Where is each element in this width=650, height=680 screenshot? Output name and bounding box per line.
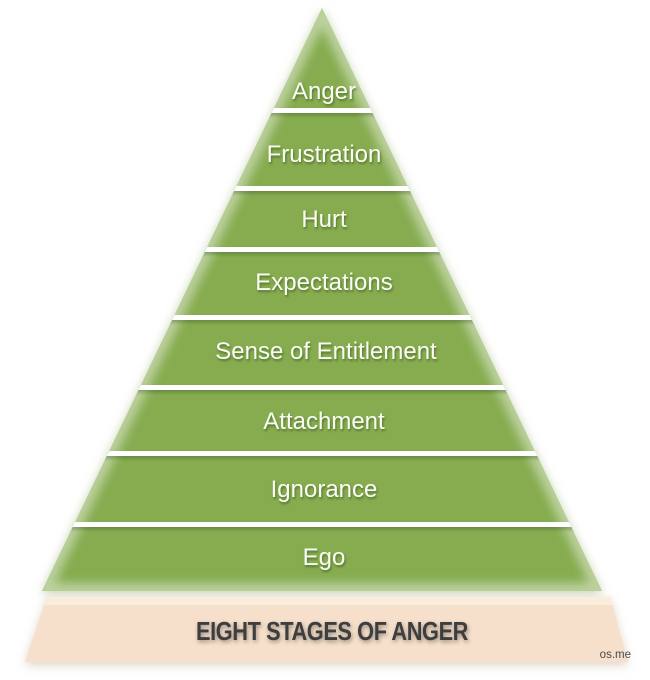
pyramid-base-shape — [25, 597, 628, 662]
base-title-group: EIGHT STAGES OF ANGER — [196, 616, 469, 646]
pyramid-base — [25, 597, 628, 662]
pyramid-body — [42, 8, 602, 591]
pyramid-shape — [42, 8, 602, 591]
pyramid-base-bevel — [44, 597, 613, 605]
level-divider-2 — [42, 186, 602, 191]
level-label-hurt: Hurt — [301, 206, 347, 233]
watermark: os.me — [600, 649, 631, 661]
level-label-frustration: Frustration — [267, 141, 382, 168]
watermark-group: os.me — [600, 649, 631, 661]
level-divider-6 — [42, 451, 602, 456]
level-divider-5 — [42, 385, 602, 390]
level-label-expectations: Expectations — [255, 269, 392, 296]
level-label-ego: Ego — [303, 544, 346, 571]
level-divider-4 — [42, 315, 602, 320]
level-label-anger: Anger — [292, 78, 356, 105]
base-title: EIGHT STAGES OF ANGER — [196, 616, 469, 646]
level-label-ignorance: Ignorance — [271, 476, 378, 503]
level-divider-7 — [42, 522, 602, 527]
level-label-attachment: Attachment — [263, 408, 385, 435]
level-labels: Anger Frustration Hurt Expectations Sens… — [215, 78, 437, 571]
level-divider-1 — [42, 108, 602, 113]
level-divider-3 — [42, 247, 602, 252]
level-dividers — [42, 108, 602, 527]
level-label-sense-of-entitlement: Sense of Entitlement — [215, 338, 437, 365]
pyramid-edge-sheen — [42, 8, 602, 591]
